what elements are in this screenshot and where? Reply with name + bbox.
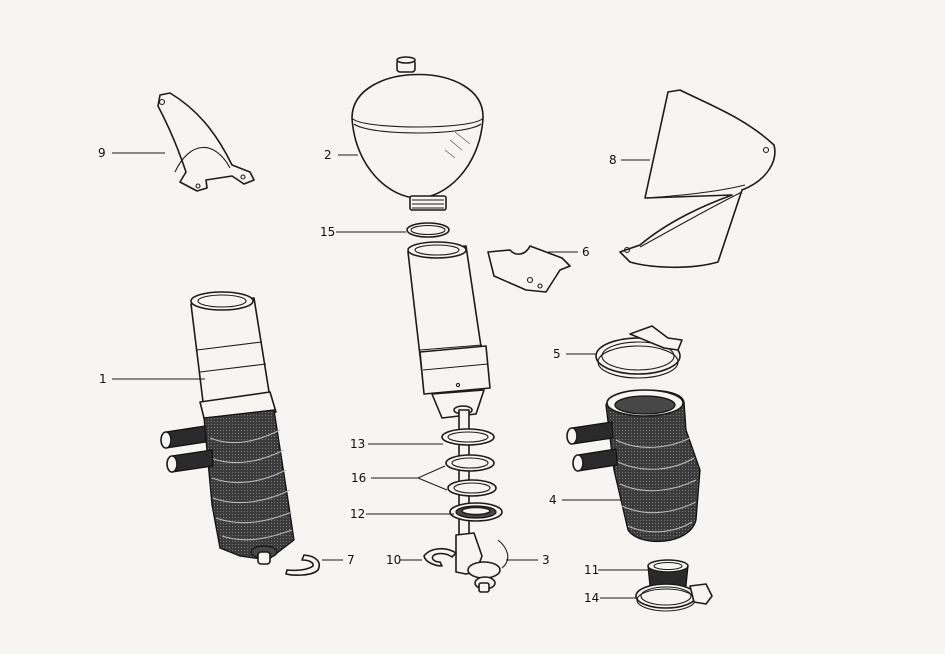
part-2-accumulator-sphere [351, 56, 484, 211]
callout-9: 9 [98, 146, 106, 160]
callout-4: 4 [549, 493, 557, 507]
callout-16: 16 [351, 471, 366, 485]
callout-10: 10 [386, 553, 401, 567]
part-3-piston-rod [453, 405, 509, 593]
callout-15: 15 [320, 225, 335, 239]
callout-7: 7 [347, 553, 355, 567]
callout-3: 3 [542, 553, 550, 567]
part-8-cover-plate [619, 89, 776, 269]
spring-stack [441, 428, 503, 522]
callout-12: 12 [350, 507, 365, 521]
central-cylinder [407, 241, 491, 419]
part-5-hose-clamp [595, 325, 683, 379]
part-1-boot-assembly [160, 291, 295, 565]
part-11-sleeve [647, 559, 689, 587]
callout-14: 14 [584, 591, 599, 605]
callout-5: 5 [553, 347, 561, 361]
callout-6: 6 [582, 245, 590, 259]
part-15-o-ring [406, 222, 450, 238]
part-6-plate [487, 245, 571, 293]
part-9-bracket [157, 92, 255, 192]
part-4-boot [566, 389, 701, 543]
leader-lines [112, 152, 650, 599]
callout-8: 8 [609, 153, 617, 167]
callout-2: 2 [324, 148, 332, 162]
callout-13: 13 [350, 437, 365, 451]
part-7-clip [285, 554, 320, 576]
part-10-clip [423, 547, 457, 567]
callout-11: 11 [584, 563, 599, 577]
callout-1: 1 [99, 372, 107, 386]
part-14-clamp [635, 583, 713, 612]
